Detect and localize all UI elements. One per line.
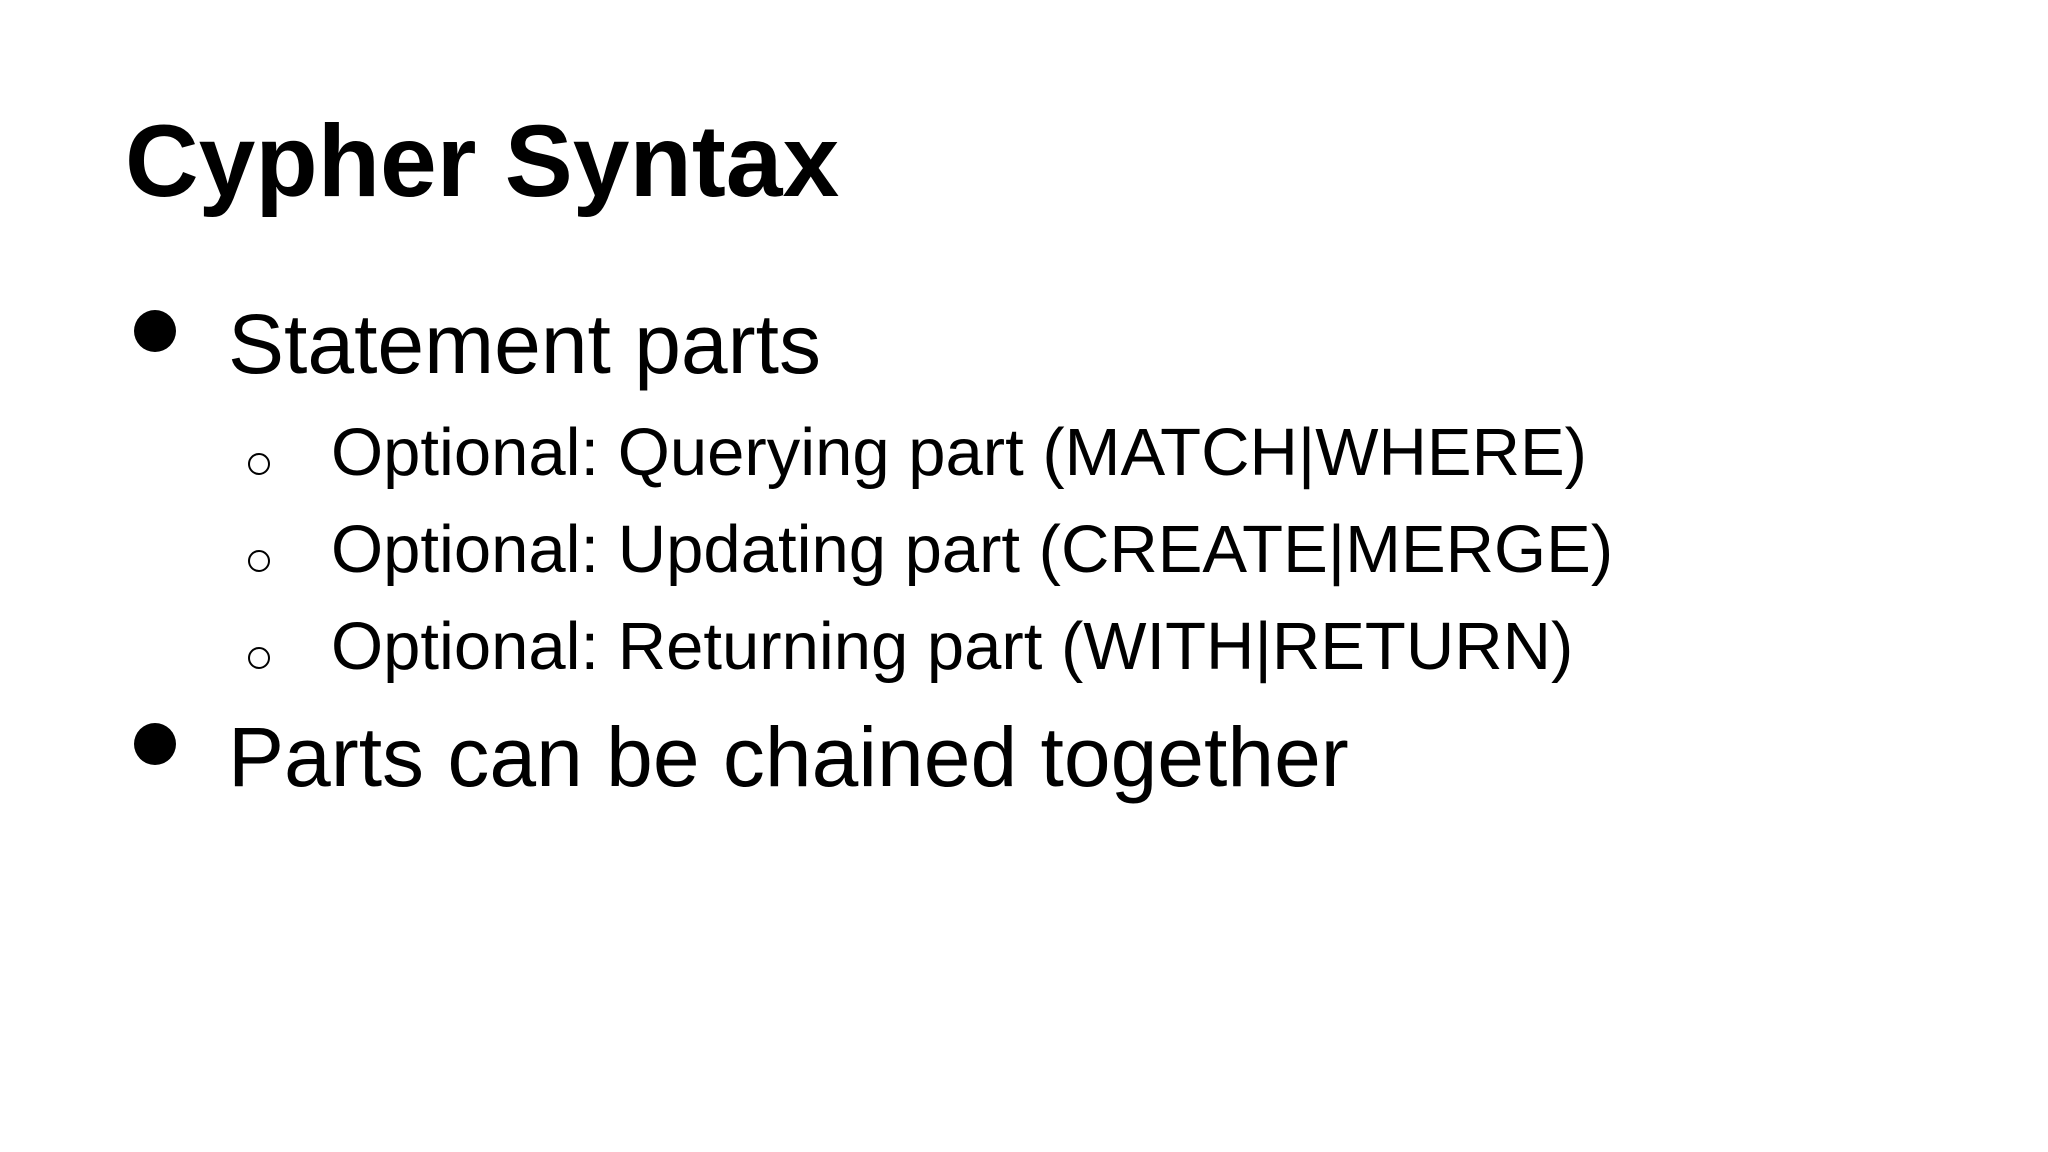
bullet-text: Statement parts	[228, 297, 821, 391]
sub-bullet-text: Optional: Querying part (MATCH|WHERE)	[331, 415, 1587, 490]
filled-bullet-icon	[134, 723, 176, 765]
hollow-bullet-icon	[248, 550, 270, 572]
hollow-bullet-icon	[248, 647, 270, 669]
hollow-bullet-icon	[248, 453, 270, 475]
bullet-text: Parts can be chained together	[228, 710, 1349, 804]
sub-bullet-text: Optional: Returning part (WITH|RETURN)	[331, 609, 1574, 684]
slide-title: Cypher Syntax	[125, 104, 840, 218]
filled-bullet-icon	[134, 310, 176, 352]
sub-bullet-text: Optional: Updating part (CREATE|MERGE)	[331, 512, 1614, 587]
